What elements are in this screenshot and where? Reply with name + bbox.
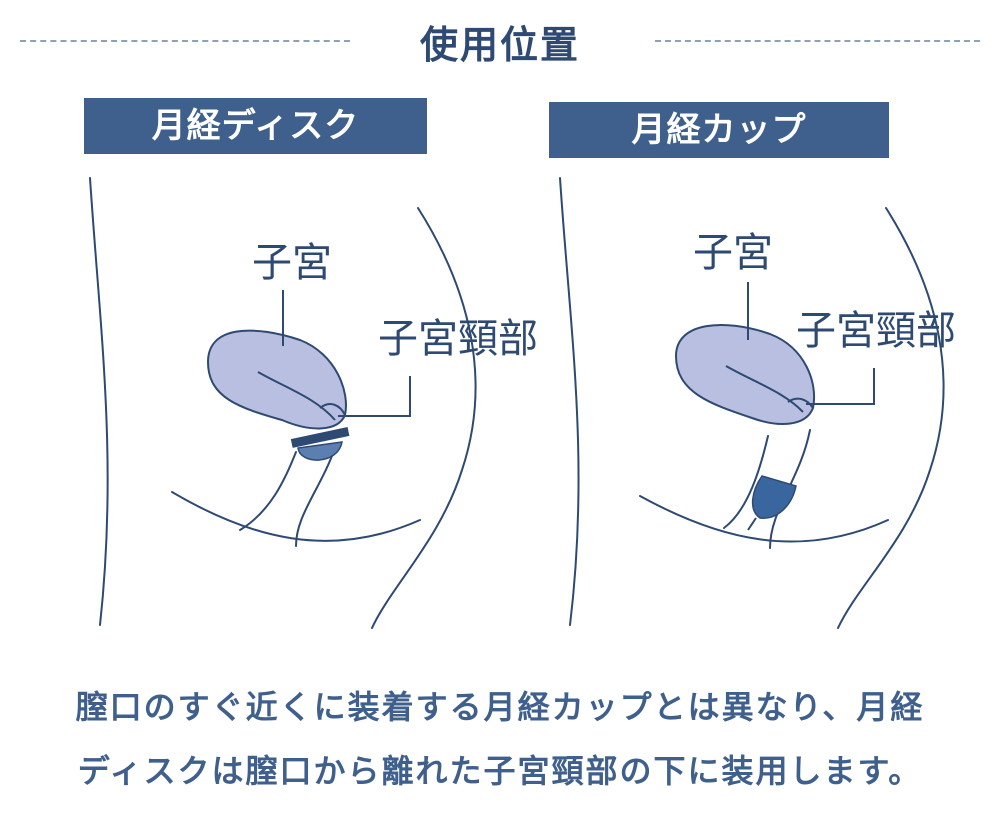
page-title: 使用位置 <box>419 23 580 67</box>
caption-line-2: ディスクは膣口から離れた子宮頸部の下に装用します。 <box>77 752 923 790</box>
disc-uterus-shape <box>206 329 347 430</box>
cup-uterus-inner-line <box>725 365 804 413</box>
cup-front-outline <box>837 207 945 629</box>
cup-pelvic-floor <box>639 495 889 543</box>
cup-back-outline <box>559 177 580 626</box>
dashed-divider-right <box>655 40 980 42</box>
disc-vaginal-canal-back <box>239 451 297 531</box>
disc-uterus-inner-line <box>257 371 336 421</box>
caption-line-1: 膣口のすぐ近くに装着する月経カップとは異なり、月経 <box>75 688 925 726</box>
cup-device-shape <box>751 475 797 519</box>
cup-cervix-pointer <box>806 368 875 405</box>
cup-vaginal-canal-back <box>723 435 769 529</box>
cup-label-box: 月経カップ <box>549 102 889 158</box>
section-header: 使用位置 <box>0 14 1000 70</box>
disc-vaginal-canal-front <box>295 447 336 547</box>
disc-uterus-label: 子宮 <box>252 240 332 286</box>
cup-uterus-shape <box>674 324 815 425</box>
disc-front-outline <box>371 207 477 629</box>
disc-cervix-label: 子宮頸部 <box>378 316 538 362</box>
disc-label-box: 月経ディスク <box>84 98 427 154</box>
cup-stem <box>747 517 757 531</box>
disc-rim <box>290 427 350 448</box>
disc-cervix-pointer <box>338 376 411 417</box>
cup-uterus-lobe <box>787 397 814 409</box>
cup-uterus-label: 子宮 <box>693 230 773 276</box>
disc-cup-shape <box>297 441 343 461</box>
anatomy-diagrams: 子宮 子宮頸部 子宮 子宮頸部 <box>89 177 956 629</box>
cup-anatomy-panel <box>559 177 945 629</box>
cup-cervix-label: 子宮頸部 <box>796 308 956 354</box>
disc-back-outline <box>89 177 109 626</box>
dashed-divider-left <box>20 40 350 42</box>
disc-uterus-lobe <box>319 403 346 416</box>
disc-pelvic-floor <box>171 491 421 542</box>
disc-anatomy-panel <box>89 177 477 629</box>
